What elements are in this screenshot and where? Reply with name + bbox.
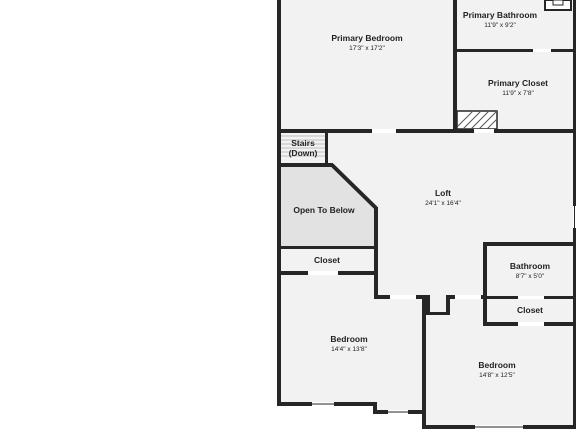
hatched-box [456, 110, 498, 130]
primary-bedroom-dims: 17'3" x 17'2" [349, 45, 385, 52]
stairs-label: Stairs [291, 138, 315, 148]
bathroom-label: Bathroom [510, 261, 551, 271]
closet-right-label: Closet [517, 305, 543, 315]
stairs-label-down: (Down) [289, 148, 318, 158]
primary-bedroom-label: Primary Bedroom [331, 33, 403, 43]
open-to-below-label: Open To Below [293, 205, 355, 215]
primary-closet-label: Primary Closet [488, 78, 548, 88]
bedroom-right-dims: 14'8" x 12'5" [479, 372, 515, 379]
loft-dims: 24'1" x 16'4" [425, 200, 461, 207]
closet-left-label: Closet [314, 255, 340, 265]
shower-fixture [544, 0, 572, 11]
primary-bathroom-label: Primary Bathroom [463, 10, 538, 20]
loft-label: Loft [435, 188, 451, 198]
floor-area [279, 0, 576, 428]
bathroom-dims: 8'7" x 5'0" [516, 273, 545, 280]
primary-closet-dims: 11'9" x 7'8" [502, 90, 534, 97]
stairs-lines [281, 135, 326, 157]
bedroom-left-label: Bedroom [330, 334, 368, 344]
window-lines [312, 206, 575, 428]
bedroom-left-dims: 14'4" x 13'8" [331, 346, 367, 353]
bedroom-right-label: Bedroom [478, 360, 516, 370]
primary-bathroom-dims: 11'9" x 9'2" [484, 22, 516, 29]
